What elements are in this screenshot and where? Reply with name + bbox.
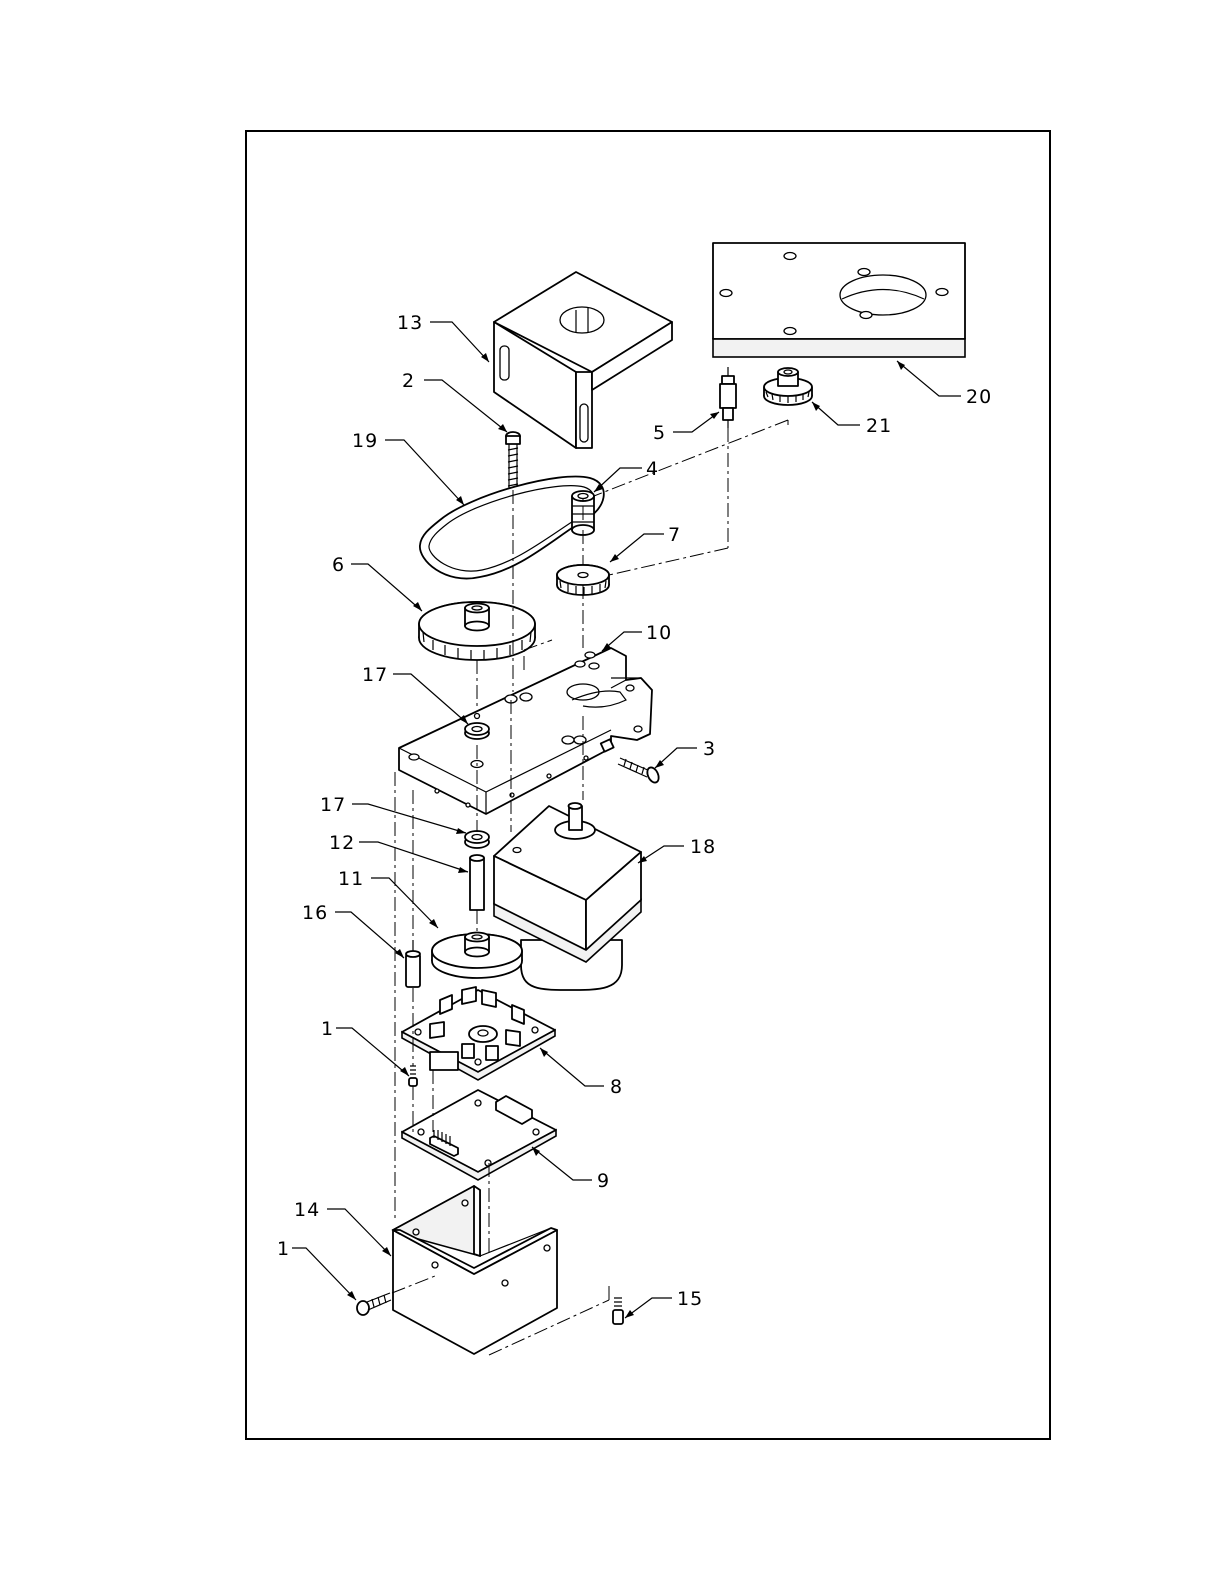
callout-1-upper: 1 <box>321 1018 334 1040</box>
part-10-main-plate <box>399 648 652 814</box>
callout-3: 3 <box>703 738 716 760</box>
leader-lines <box>292 322 961 1318</box>
part-16-standoff <box>406 940 420 987</box>
part-11-gear <box>432 933 522 979</box>
part-5-standoff <box>720 367 736 428</box>
callout-21: 21 <box>866 415 892 437</box>
part-13-bracket <box>494 272 672 448</box>
part-1-screw-upper <box>409 1066 417 1086</box>
callout-7: 7 <box>668 524 681 546</box>
part-3-screw <box>601 739 661 784</box>
part-21-gear <box>764 368 812 405</box>
callout-13: 13 <box>397 312 423 334</box>
callout-17-upper: 17 <box>362 664 388 686</box>
part-6-large-gear <box>419 602 535 660</box>
part-15-standoff <box>613 1298 623 1324</box>
part-17-bushing-lower <box>465 831 489 848</box>
callout-15: 15 <box>677 1288 703 1310</box>
callout-6: 6 <box>332 554 345 576</box>
callout-16: 16 <box>302 902 328 924</box>
callout-8: 8 <box>610 1076 623 1098</box>
callout-labels: 13 2 19 4 5 21 20 7 6 10 17 3 17 12 18 1… <box>277 312 992 1310</box>
callout-11: 11 <box>338 868 364 890</box>
callout-12: 12 <box>329 832 355 854</box>
part-9-controller-board <box>402 1090 556 1180</box>
callout-18: 18 <box>690 836 716 858</box>
part-2-screw <box>506 432 520 490</box>
part-8-sensor-board <box>402 987 555 1080</box>
callout-20: 20 <box>966 386 992 408</box>
callout-14: 14 <box>294 1199 320 1221</box>
part-12-shaft <box>470 855 484 910</box>
callout-2: 2 <box>402 370 415 392</box>
part-1-screw-lower <box>357 1293 391 1315</box>
part-14-enclosure <box>393 1186 557 1354</box>
callout-19: 19 <box>352 430 378 452</box>
callout-4: 4 <box>646 458 659 480</box>
callout-17-lower: 17 <box>320 794 346 816</box>
callout-5: 5 <box>653 422 666 444</box>
part-20-mounting-plate <box>713 243 965 357</box>
callout-1-lower: 1 <box>277 1238 290 1260</box>
callout-10: 10 <box>646 622 672 644</box>
callout-9: 9 <box>597 1170 610 1192</box>
